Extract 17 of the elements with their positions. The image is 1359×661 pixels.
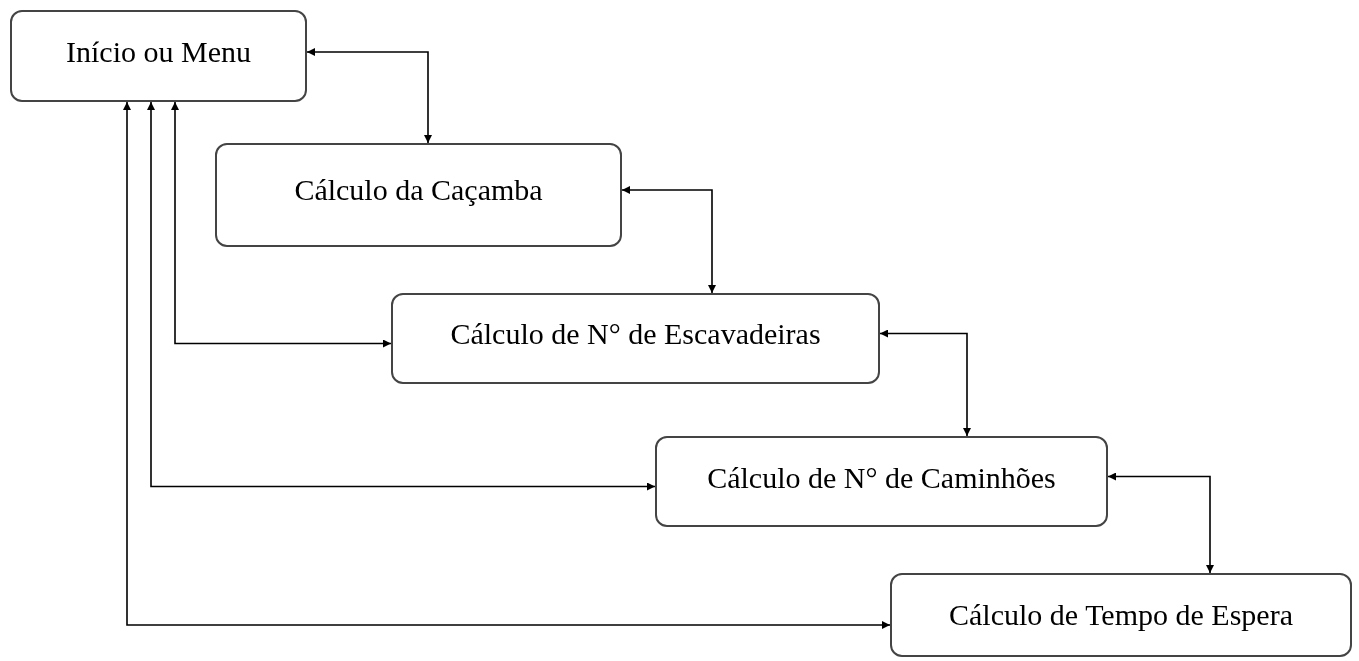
connector-arrow — [306, 48, 432, 144]
process-box — [10, 10, 307, 102]
box-label: Cálculo de Tempo de Espera — [949, 598, 1293, 632]
connector-arrow — [879, 329, 971, 437]
box-label: Cálculo da Caçamba — [294, 173, 543, 207]
box-label: Cálculo de N° de Caminhões — [707, 460, 1056, 495]
process-box — [391, 293, 880, 384]
connector-arrow — [171, 101, 392, 348]
box-label: Início ou Menu — [66, 35, 251, 69]
connector-arrow — [147, 101, 656, 491]
connector-arrow — [1107, 472, 1214, 574]
process-box — [215, 143, 622, 247]
process-box — [890, 573, 1352, 657]
connector-arrow — [123, 101, 891, 629]
box-label: Cálculo de N° de Escavadeiras — [450, 316, 821, 351]
connector-arrow — [621, 186, 716, 294]
process-box — [655, 436, 1108, 527]
